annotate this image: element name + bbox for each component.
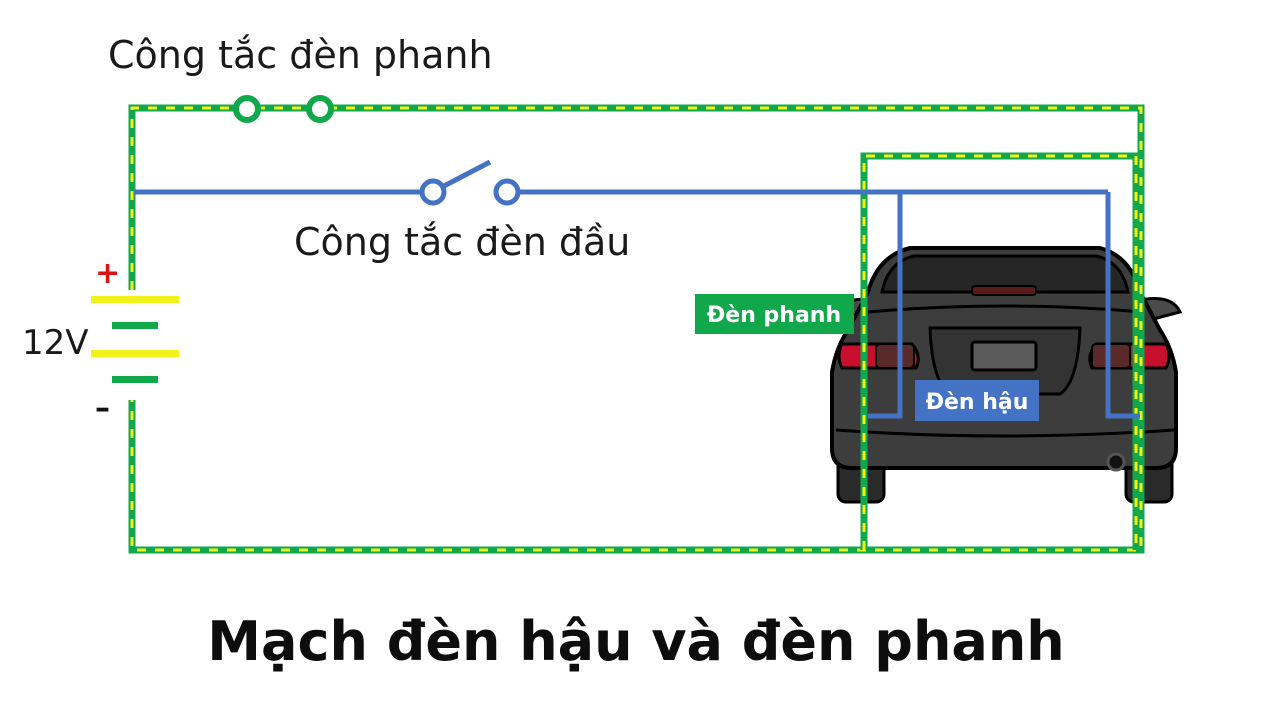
- battery-plus-label: +: [95, 256, 120, 291]
- voltage-label: 12V: [22, 323, 89, 363]
- brake-wire-inner-dash: [862, 154, 1138, 550]
- head-switch-label: Công tắc đèn đầu: [294, 220, 630, 264]
- battery-minus-label: –: [95, 391, 110, 426]
- brake-wire-outer-dash: [130, 106, 1143, 552]
- diagram-title: Mạch đèn hậu và đèn phanh: [207, 610, 1064, 673]
- brake-light-circuit: [128, 104, 1145, 554]
- battery-white-gap: [126, 290, 138, 400]
- head-switch-contact-left: [419, 178, 447, 206]
- battery-plate-long-1: [91, 296, 179, 303]
- brake-switch-label: Công tắc đèn phanh: [108, 33, 493, 77]
- tail-light-label: Đèn hậu: [926, 390, 1029, 415]
- tail-light-circuit: [134, 159, 1140, 419]
- battery-plate-short-1: [112, 322, 158, 329]
- rear-window: [880, 254, 1130, 294]
- tail-light-badge: [915, 380, 1039, 421]
- head-switch-contact-right: [493, 178, 521, 206]
- brake-light-badge: [695, 294, 854, 334]
- battery-plate-long-2: [91, 350, 179, 357]
- brake-switch-contact-right: [306, 95, 334, 123]
- battery: [91, 290, 179, 400]
- brake-switch-contact-left: [233, 95, 261, 123]
- left-tail-lamp-inner: [875, 343, 915, 369]
- exhaust-pipe: [1106, 452, 1126, 472]
- third-brake-light: [971, 285, 1037, 296]
- battery-plate-short-2: [112, 376, 158, 383]
- brake-switch: [233, 95, 334, 123]
- tail-wire-right-lamp: [1105, 192, 1140, 419]
- right-tail-lamp-inner: [1091, 343, 1131, 369]
- headlight-switch: [419, 178, 521, 206]
- bumper-line: [835, 428, 1175, 438]
- brake-light-label: Đèn phanh: [707, 303, 841, 328]
- license-plate: [970, 340, 1038, 372]
- head-switch-lever: [442, 159, 492, 189]
- car-rear-view: [830, 246, 1183, 504]
- tail-wire-left-lamp: [868, 192, 903, 419]
